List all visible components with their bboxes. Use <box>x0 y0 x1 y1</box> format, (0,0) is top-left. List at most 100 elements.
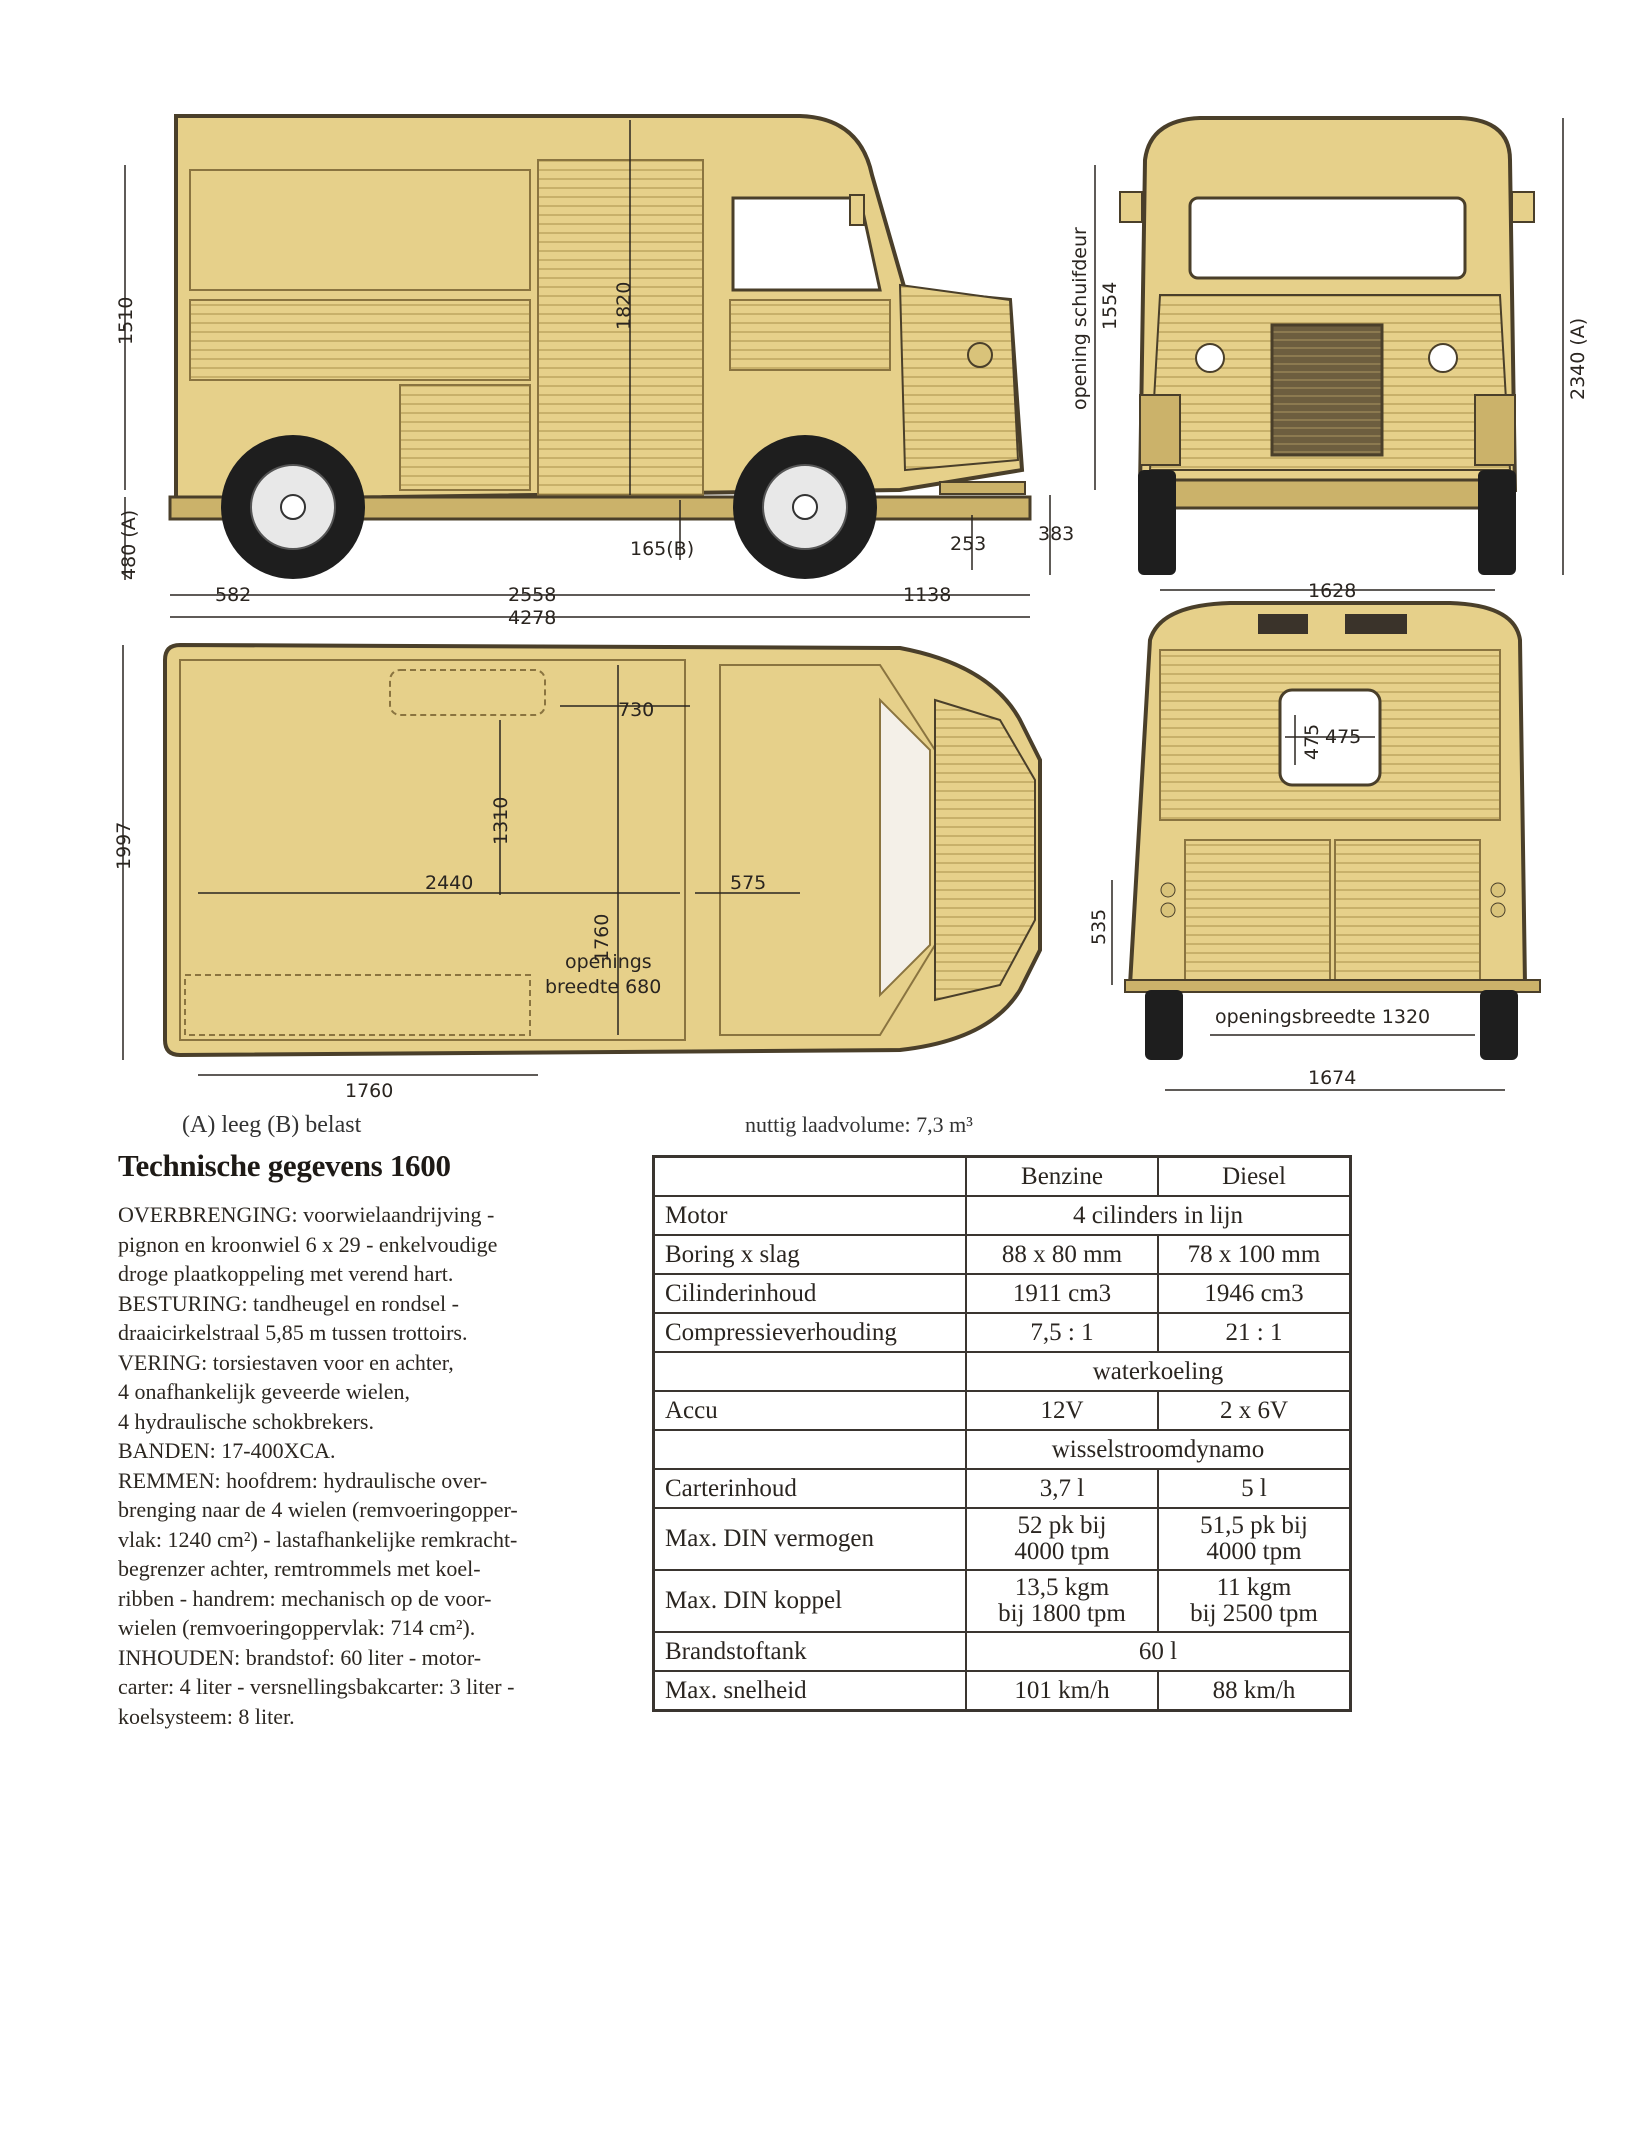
row-label: Boring x slag <box>652 1234 967 1275</box>
spec-line: ribben - handrem: mechanisch op de voor- <box>118 1585 492 1611</box>
row-value-diesel: 51,5 pk bij 4000 tpm <box>1157 1507 1352 1571</box>
dim-floor-length: 1760 <box>345 1080 393 1102</box>
dim-track-front: 1628 <box>1308 580 1356 602</box>
table-row: wisselstroomdynamo <box>652 1429 1352 1470</box>
dim-door-label: opening schuifdeur <box>1069 227 1091 410</box>
table-row: Max. DIN vermogen 52 pk bij 4000 tpm 51,… <box>652 1507 1352 1571</box>
row-value: waterkoeling <box>965 1351 1352 1392</box>
dim-front-low: 253 <box>950 533 986 555</box>
table-row: Compressieverhouding 7,5 : 1 21 : 1 <box>652 1312 1352 1353</box>
row-value-benzine: 101 km/h <box>965 1670 1159 1712</box>
dim-door-offset: 730 <box>618 699 654 721</box>
spec-line: begrenzer achter, remtrommels met koel- <box>118 1556 481 1581</box>
dim-front-length: 1138 <box>903 584 951 606</box>
spec-table: Benzine Diesel Motor 4 cilinders in lijn… <box>652 1155 1352 1712</box>
row-value: 60 l <box>965 1631 1352 1672</box>
row-label: Cilinderinhoud <box>652 1273 967 1314</box>
legend-caption: (A) leeg (B) belast <box>182 1112 362 1138</box>
spec-line: OVERBRENGING: voorwielaandrijving - <box>118 1202 495 1227</box>
row-value-diesel: 5 l <box>1157 1468 1352 1509</box>
dim-ground-loaded: 165(B) <box>630 538 694 560</box>
dim-inner-width: 1760 <box>591 914 613 962</box>
dim-track-rear: 1674 <box>1308 1067 1356 1089</box>
row-value-diesel: 11 kgm bij 2500 tpm <box>1157 1569 1352 1633</box>
technical-drawings: 1510 480 (A) 1820 165(B) 253 383 582 255… <box>113 114 1589 1102</box>
dim-window-width: 475 <box>1325 726 1361 748</box>
spec-line: wielen (remvoeringoppervlak: 714 cm²). <box>118 1615 476 1640</box>
dim-cargo-width: 1310 <box>490 797 512 845</box>
table-row: Max. snelheid 101 km/h 88 km/h <box>652 1670 1352 1712</box>
row-value-benzine: 88 x 80 mm <box>965 1234 1159 1275</box>
table-row: Accu 12V 2 x 6V <box>652 1390 1352 1431</box>
row-value: 4 cilinders in lijn <box>965 1195 1352 1236</box>
dim-overall-width: 1997 <box>113 822 135 870</box>
row-label: Carterinhoud <box>652 1468 967 1509</box>
table-row: Boring x slag 88 x 80 mm 78 x 100 mm <box>652 1234 1352 1275</box>
row-value-benzine: 52 pk bij 4000 tpm <box>965 1507 1159 1571</box>
dim-window-height: 475 <box>1301 724 1323 760</box>
spec-body: OVERBRENGING: voorwielaandrijving - pign… <box>118 1200 678 1731</box>
row-value-diesel: 21 : 1 <box>1157 1312 1352 1353</box>
spec-line: BESTURING: tandheugel en rondsel - <box>118 1290 459 1316</box>
table-row: Cilinderinhoud 1911 cm3 1946 cm3 <box>652 1273 1352 1314</box>
spec-line: INHOUDEN: brandstof: 60 liter - motor- <box>118 1644 482 1670</box>
table-row: Max. DIN koppel 13,5 kgm bij 1800 tpm 11… <box>652 1569 1352 1633</box>
row-label: Max. snelheid <box>652 1670 967 1712</box>
front-dimensions <box>1094 118 1564 591</box>
spec-title: Technische gegevens 1600 <box>118 1148 451 1183</box>
table-header-row: Benzine Diesel <box>652 1155 1352 1197</box>
row-value-benzine: 12V <box>965 1390 1159 1431</box>
spec-line: koelsysteem: 8 liter. <box>118 1703 295 1729</box>
spec-line: REMMEN: hoofdrem: hydraulische over- <box>118 1467 488 1493</box>
row-value-benzine: 1911 cm3 <box>965 1273 1159 1314</box>
row-label: Motor <box>652 1195 967 1236</box>
spec-line: 4 hydraulische schokbrekers. <box>118 1408 374 1434</box>
row-value-diesel: 78 x 100 mm <box>1157 1234 1352 1275</box>
row-value-diesel: 1946 cm3 <box>1157 1273 1352 1314</box>
dim-front-high: 383 <box>1038 523 1074 545</box>
col-benzine: Benzine <box>965 1155 1159 1197</box>
row-label: Compressieverhouding <box>652 1312 967 1353</box>
row-label: Max. DIN koppel <box>652 1569 967 1633</box>
row-value-diesel: 2 x 6V <box>1157 1390 1352 1431</box>
spec-line: brenging naar de 4 wielen (remvoeringopp… <box>118 1497 518 1522</box>
spec-line: vlak: 1240 cm²) - lastafhankelijke remkr… <box>118 1526 518 1552</box>
front-view <box>1119 116 1535 575</box>
spec-line: VERING: torsiestaven voor en achter, <box>118 1349 454 1375</box>
dim-wheelbase: 2558 <box>508 584 556 606</box>
row-label: Accu <box>652 1390 967 1431</box>
dim-ground-empty: 480 (A) <box>118 510 140 580</box>
table-row: Carterinhoud 3,7 l 5 l <box>652 1468 1352 1509</box>
dim-cab-depth: 575 <box>730 872 766 894</box>
dim-cargo-length: 2440 <box>425 872 473 894</box>
spec-line: carter: 4 liter - versnellingsbakcarter:… <box>118 1674 515 1699</box>
dim-side-opening-value: breedte 680 <box>545 976 661 998</box>
side-view <box>168 114 1032 579</box>
dim-door-value: 1554 <box>1099 282 1121 330</box>
dim-sill-height: 535 <box>1088 909 1110 945</box>
volume-caption: nuttig laadvolume: 7,3 m³ <box>745 1112 973 1137</box>
row-value-benzine: 7,5 : 1 <box>965 1312 1159 1353</box>
rear-dimensions <box>1111 715 1505 1091</box>
row-value: wisselstroomdynamo <box>965 1429 1352 1470</box>
col-diesel: Diesel <box>1157 1155 1352 1197</box>
spec-line: draaicirkelstraal 5,85 m tussen trottoir… <box>118 1320 468 1345</box>
top-view <box>163 642 1042 1058</box>
table-row: Brandstoftank 60 l <box>652 1631 1352 1672</box>
dim-side-opening-label: openings <box>565 951 652 973</box>
rear-view <box>1124 601 1541 1060</box>
dim-total-height: 1820 <box>613 282 635 330</box>
spec-line: pignon en kroonwiel 6 x 29 - enkelvoudig… <box>118 1231 498 1257</box>
row-value-benzine: 13,5 kgm bij 1800 tpm <box>965 1569 1159 1633</box>
row-value-benzine: 3,7 l <box>965 1468 1159 1509</box>
table-row: Motor 4 cilinders in lijn <box>652 1195 1352 1236</box>
table-row: waterkoeling <box>652 1351 1352 1392</box>
spec-line: droge plaatkoppeling met verend hart. <box>118 1261 454 1286</box>
top-dimensions <box>122 645 800 1076</box>
row-label: Brandstoftank <box>652 1631 967 1672</box>
row-value-diesel: 88 km/h <box>1157 1670 1352 1712</box>
dim-rear-overhang: 582 <box>215 584 251 606</box>
dim-overall-length: 4278 <box>508 607 556 629</box>
spec-line: 4 onafhankelijk geveerde wielen, <box>118 1379 410 1404</box>
dim-body-height: 1510 <box>115 297 137 345</box>
